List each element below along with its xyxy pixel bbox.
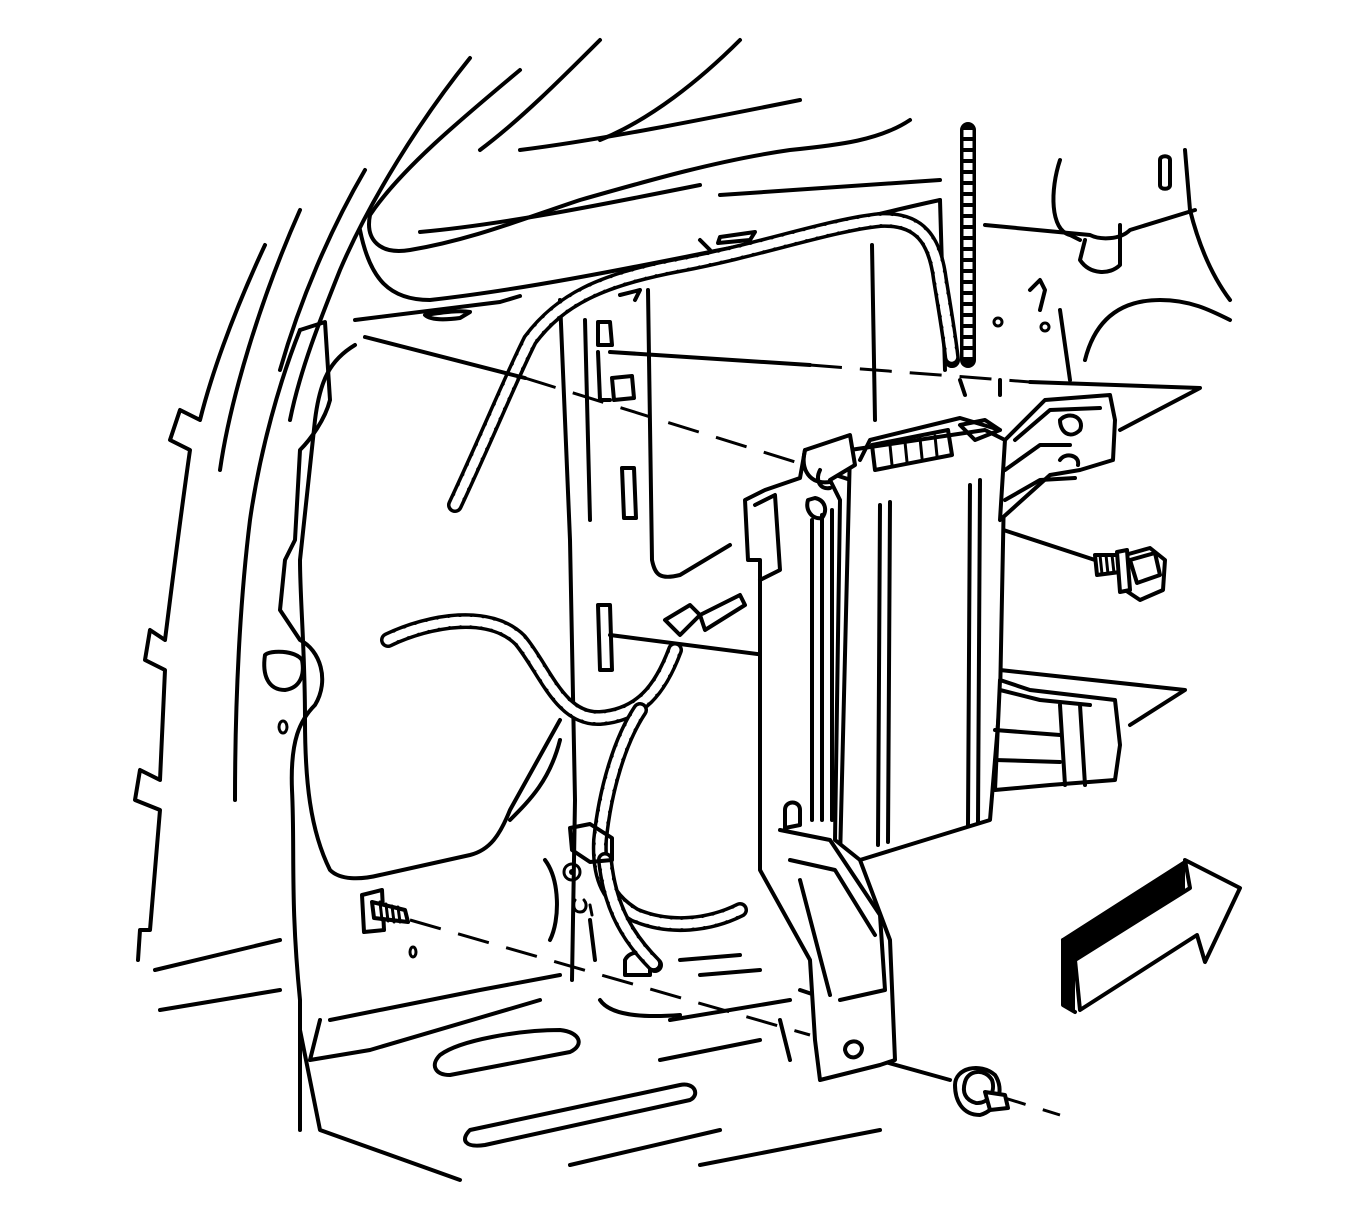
inner-panel: [298, 198, 947, 982]
upper-bolt: [1093, 546, 1167, 602]
body-pillar: [133, 56, 472, 1132]
direction-arrow-icon: [1061, 858, 1242, 1014]
right-structure: [958, 148, 1232, 397]
wiring-harness: [380, 122, 976, 973]
control-module: [743, 393, 1122, 1082]
floor-panel: [153, 938, 882, 1182]
roof-panel: [353, 38, 942, 322]
lower-nut: [953, 1065, 1010, 1117]
lower-stud: [360, 888, 410, 934]
